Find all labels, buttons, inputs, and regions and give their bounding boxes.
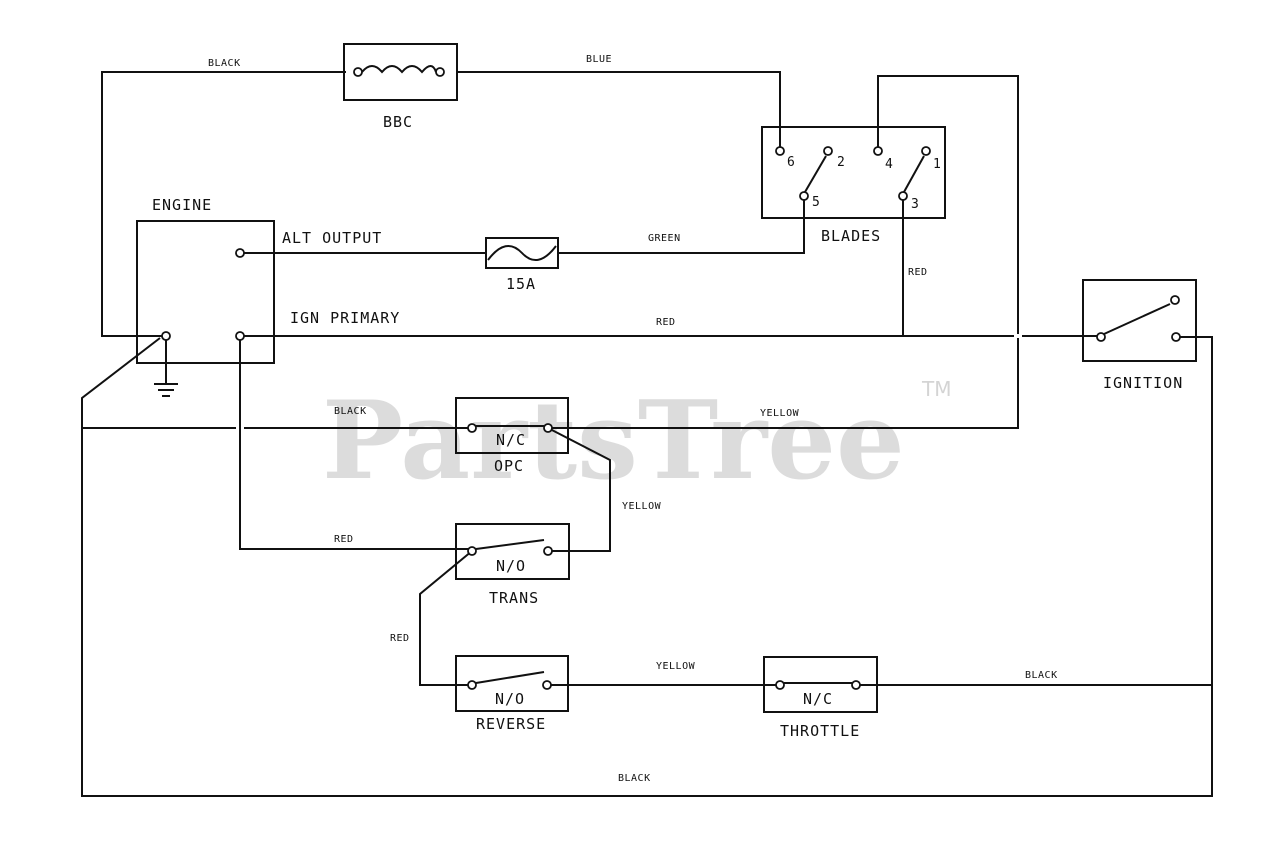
trans-state: N/O (496, 557, 526, 575)
bbc-terminal-left (353, 67, 363, 77)
reverse-label: REVERSE (476, 715, 546, 733)
ignition-switch-arm (1103, 303, 1171, 335)
blades-label: BLADES (821, 227, 881, 245)
engine-label: ENGINE (152, 196, 212, 214)
wire-green (240, 196, 805, 254)
opc-terminal-left (467, 423, 477, 433)
wire-label-red-blades: RED (908, 267, 928, 278)
ground-icon (154, 340, 178, 397)
reverse-state: N/O (495, 690, 525, 708)
blades-terminal-1 (921, 146, 931, 156)
blades-num-4: 4 (885, 157, 893, 172)
wire-label-green: GREEN (648, 233, 681, 244)
throttle-state: N/C (803, 690, 833, 708)
wire-red-reverse (419, 550, 473, 686)
blades-num-3: 3 (911, 197, 919, 212)
ignition-label: IGNITION (1103, 374, 1183, 392)
blades-box (761, 126, 946, 219)
alt-output-label: ALT OUTPUT (282, 229, 382, 247)
wire-yellow-trans (547, 427, 611, 552)
wire-label-red-reverse: RED (390, 633, 410, 644)
throttle-label: THROTTLE (780, 722, 860, 740)
trans-box (455, 523, 570, 580)
wire-yellow-opc (548, 338, 1019, 429)
ign-primary-label: IGN PRIMARY (290, 309, 400, 327)
engine-ign-terminal (235, 331, 245, 341)
engine-ground-terminal (161, 331, 171, 341)
wire-red-trans (239, 336, 472, 550)
blades-terminal-4 (873, 146, 883, 156)
fuse-label: 15A (506, 275, 536, 293)
blades-terminal-2 (823, 146, 833, 156)
bbc-label: BBC (383, 113, 413, 131)
wire-label-yellow-opc: YELLOW (760, 408, 800, 419)
blades-terminal-6 (775, 146, 785, 156)
watermark-tm: TM (921, 377, 951, 401)
bbc-coil-icon (361, 65, 437, 74)
wire-ignition-right (81, 336, 1213, 797)
trans-terminal-left (467, 546, 477, 556)
ignition-box (1082, 279, 1197, 362)
throttle-terminal-right (851, 680, 861, 690)
trans-switch-arm (475, 539, 545, 550)
wire-label-red-main: RED (656, 317, 676, 328)
opc-state: N/C (496, 431, 526, 449)
bbc-box (343, 43, 458, 101)
opc-label: OPC (494, 457, 524, 475)
blades-switch-arm-right (903, 155, 925, 193)
blades-switch-arm-left (804, 155, 827, 193)
ignition-terminal-left (1096, 332, 1106, 342)
wire-label-black-throttle: BLACK (1025, 670, 1058, 681)
wire-label-black-top: BLACK (208, 58, 241, 69)
fuse-icon (487, 245, 557, 261)
wire-label-red-trans: RED (334, 534, 354, 545)
reverse-terminal-left (467, 680, 477, 690)
wire-blue (456, 71, 781, 150)
blades-num-6: 6 (787, 155, 795, 170)
blades-terminal-3 (898, 191, 908, 201)
wire-label-yellow-reverse: YELLOW (656, 661, 696, 672)
watermark: PartsTree (322, 378, 905, 504)
reverse-switch-arm (475, 671, 545, 684)
reverse-box (455, 655, 569, 712)
bbc-terminal-right (435, 67, 445, 77)
engine-box (136, 220, 275, 364)
wire-blades-4-loop (877, 75, 1019, 334)
throttle-terminal-left (775, 680, 785, 690)
opc-box (455, 397, 569, 454)
fuse-box (485, 237, 559, 269)
wire-black-top (101, 71, 346, 337)
opc-terminal-right (543, 423, 553, 433)
wire-label-blue: BLUE (586, 54, 612, 65)
ignition-terminal-right (1171, 332, 1181, 342)
wire-label-yellow-trans: YELLOW (622, 501, 662, 512)
trans-terminal-right (543, 546, 553, 556)
blades-num-1: 1 (933, 157, 941, 172)
wire-label-black-bottom: BLACK (618, 773, 651, 784)
trans-label: TRANS (489, 589, 539, 607)
throttle-box (763, 656, 878, 713)
engine-alt-terminal (235, 248, 245, 258)
blades-num-5: 5 (812, 195, 820, 210)
blades-terminal-5 (799, 191, 809, 201)
ignition-terminal-top (1170, 295, 1180, 305)
wire-label-black-opc: BLACK (334, 406, 367, 417)
blades-num-2: 2 (837, 155, 845, 170)
reverse-terminal-right (542, 680, 552, 690)
